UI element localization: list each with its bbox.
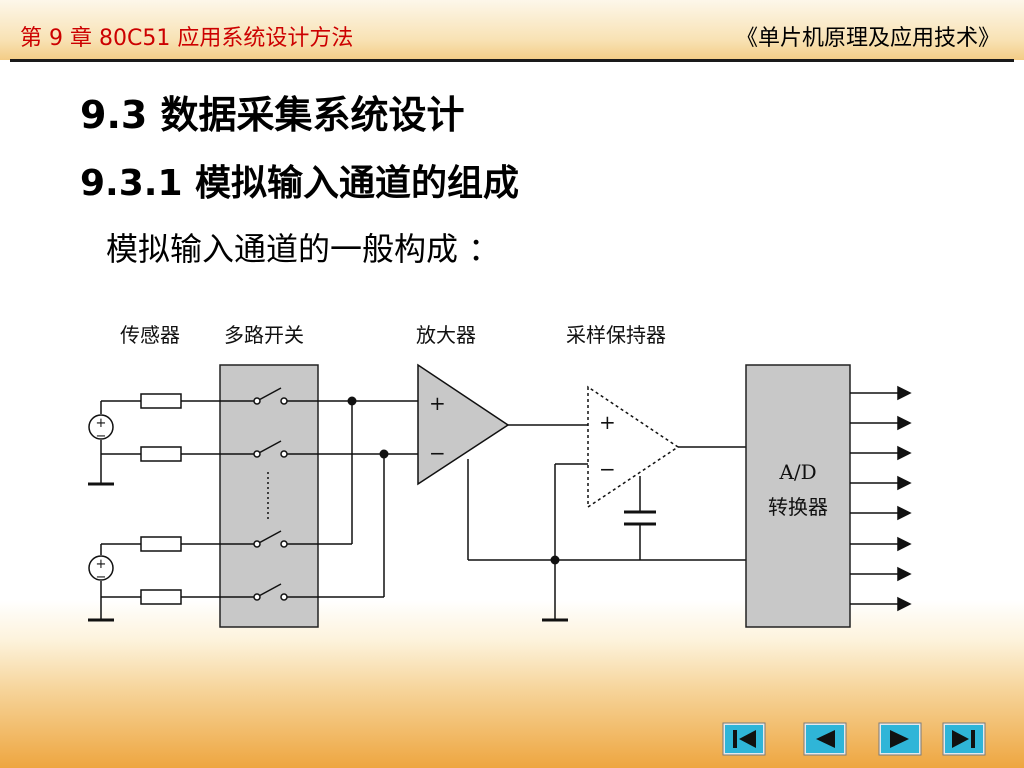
amp-minus: − (429, 441, 446, 465)
subsection-title: 9.3.1 模拟输入通道的组成 (80, 163, 520, 204)
adc-label-line2: 转换器 (768, 495, 828, 519)
mux-label: 多路开关 (224, 323, 304, 347)
voltage-source-1: + − (88, 414, 114, 444)
adc-output-arrows (850, 385, 912, 612)
book-title: 《单片机原理及应用技术》 (735, 26, 1000, 51)
sample-hold-symbol (587, 385, 680, 509)
resistors (140, 393, 182, 605)
sh-minus: − (599, 457, 616, 481)
header-band (0, 0, 1024, 60)
skip-back-icon (722, 722, 766, 756)
amplifier-symbol (417, 363, 510, 486)
description-text: 模拟输入通道的一般构成 ： (106, 230, 501, 268)
junction (347, 396, 357, 406)
mux-output-wiring (287, 400, 418, 598)
sensor-label: 传感器 (120, 323, 180, 347)
chapter-title: 第 9 章 80C51 应用系统设计方法 (20, 26, 354, 51)
svg-text:+: + (96, 557, 107, 572)
sh-plus: + (599, 410, 616, 434)
voltage-source-2: + − (88, 555, 114, 585)
skip-forward-icon (942, 722, 986, 756)
svg-text:−: − (96, 429, 107, 444)
junction (550, 555, 560, 565)
amp-label: 放大器 (416, 323, 476, 347)
header-divider (10, 59, 1014, 62)
adc-box (745, 364, 851, 628)
triangle-left-icon (803, 722, 847, 756)
triangle-right-icon (878, 722, 922, 756)
first-page-button[interactable] (722, 722, 766, 756)
last-page-button[interactable] (942, 722, 986, 756)
analog-input-channel-diagram: 传感器 多路开关 放大器 采样保持器 + − + − (88, 323, 912, 628)
svg-text:+: + (96, 416, 107, 431)
previous-page-button[interactable] (803, 722, 847, 756)
junction (379, 449, 389, 459)
svg-text:−: − (96, 570, 107, 585)
source-wiring (88, 400, 256, 622)
adc-label-line1: A/D (778, 460, 816, 484)
next-page-button[interactable] (878, 722, 922, 756)
mux-box (219, 364, 319, 628)
amp-sh-wiring (467, 424, 746, 622)
amp-plus: + (429, 391, 446, 415)
section-title: 9.3 数据采集系统设计 (80, 93, 465, 137)
sample-hold-label: 采样保持器 (566, 323, 666, 347)
